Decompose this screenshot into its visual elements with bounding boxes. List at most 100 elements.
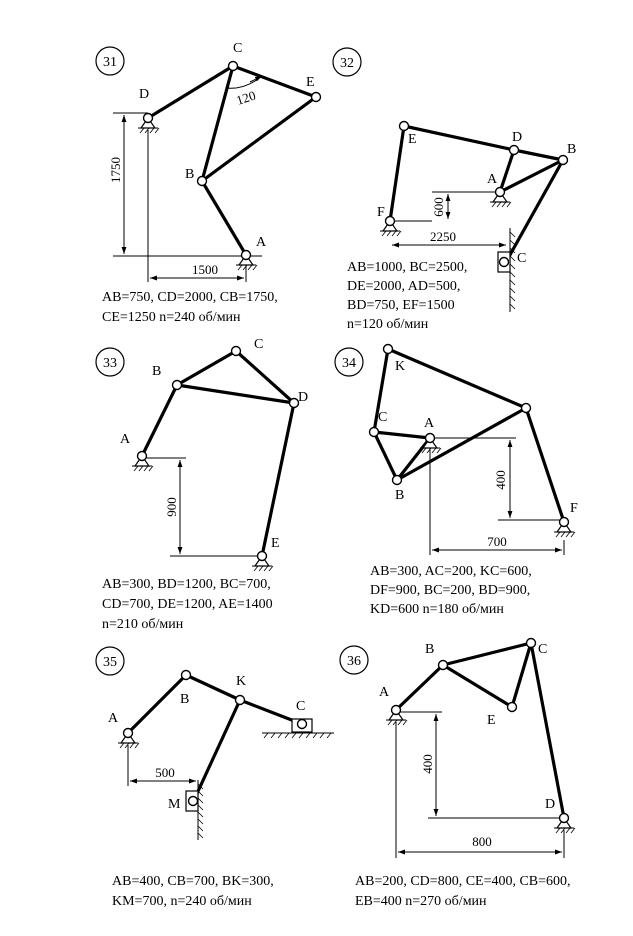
label-K: K <box>236 674 246 689</box>
link-ED <box>402 124 516 152</box>
problem-31-caption-line-2: CE=1250 n=240 об/мин <box>102 310 241 325</box>
link-DE <box>260 401 296 558</box>
link-BK <box>184 673 242 702</box>
problem-31-caption-line-1: AB=750, CD=2000, CB=1750, <box>102 290 278 305</box>
problem-31-angle-label: 120 <box>234 88 257 108</box>
label-D: D <box>545 797 555 812</box>
link-AB <box>126 673 188 735</box>
joint-B <box>437 659 449 671</box>
joint-D <box>520 402 532 414</box>
problem-35-caption-line-2: KM=700, n=240 об/мин <box>112 894 252 909</box>
label-A: A <box>108 711 119 726</box>
label-C: C <box>233 41 242 56</box>
link-DF <box>524 406 566 524</box>
label-A: A <box>256 235 267 250</box>
problem-34-caption-line-3: KD=600 n=180 об/мин <box>370 602 504 617</box>
label-F: F <box>377 205 385 220</box>
joint-E <box>256 550 268 562</box>
problem-33-caption-line-2: CD=700, DE=1200, AE=1400 <box>102 597 273 612</box>
label-E: E <box>306 75 315 90</box>
problem-35-number-circle <box>95 646 125 676</box>
link-DC <box>146 64 235 120</box>
label-B: B <box>180 692 189 707</box>
problem-33-caption-line-3: n=210 об/мин <box>102 617 184 632</box>
label-E: E <box>487 713 496 728</box>
joint-D <box>142 112 154 124</box>
label-B: B <box>567 142 576 157</box>
label-C: C <box>378 410 387 425</box>
joint-D <box>288 397 300 409</box>
joint-A <box>390 704 402 716</box>
problem-36-caption-line-1: AB=200, CD=800, CE=400, CB=600, <box>355 874 571 889</box>
joint-F <box>558 516 570 528</box>
joint-F <box>384 215 396 227</box>
label-E: E <box>408 132 417 147</box>
problem-31-number-circle <box>95 46 125 76</box>
joint-A <box>136 450 148 462</box>
label-E: E <box>271 536 280 551</box>
problem-31-number: 31 <box>103 55 117 70</box>
label-F: F <box>570 501 578 516</box>
problem-32-horizontal-dim-label: 2250 <box>430 229 456 244</box>
problem-34: 34 400 700 K C A <box>334 343 578 617</box>
link-EC <box>510 641 533 709</box>
joint-C <box>296 718 308 730</box>
label-A: A <box>487 172 498 187</box>
joint-E <box>310 91 322 103</box>
problem-32-number-circle <box>332 47 362 77</box>
problem-36-horizontal-dim-label: 800 <box>472 834 492 849</box>
joint-B <box>557 154 569 166</box>
joint-C <box>368 426 380 438</box>
label-D: D <box>139 87 149 102</box>
link-BD <box>175 383 296 405</box>
problem-33-caption-line-1: AB=300, BD=1200, BC=700, <box>102 577 271 592</box>
label-C: C <box>254 337 263 352</box>
joint-B <box>171 379 183 391</box>
problem-34-caption-line-2: DF=900, BC=200, BD=900, <box>370 583 530 598</box>
link-CB <box>372 430 399 482</box>
problem-32-number: 32 <box>340 56 354 71</box>
label-B: B <box>425 642 434 657</box>
joint-C <box>525 637 537 649</box>
joint-C <box>498 256 510 268</box>
joint-B <box>391 474 403 486</box>
problem-36-vertical-dim-label: 400 <box>420 754 435 774</box>
joint-A <box>122 727 134 739</box>
problem-31: 31 1750 1500 120 <box>95 41 322 325</box>
link-CE <box>231 64 318 99</box>
link-AB <box>498 158 565 194</box>
link-DB <box>512 148 565 162</box>
label-K: K <box>395 359 405 374</box>
link-KM <box>192 698 242 802</box>
label-C: C <box>517 251 526 266</box>
problem-34-horizontal-dim-label: 700 <box>487 534 507 549</box>
joint-A <box>424 432 436 444</box>
problem-32-vertical-dim-label: 600 <box>431 197 446 217</box>
problem-34-number-circle <box>334 347 364 377</box>
link-AD <box>498 148 516 194</box>
problem-33-number: 33 <box>103 356 117 371</box>
link-AB <box>394 663 445 712</box>
label-A: A <box>424 416 435 431</box>
joint-K <box>382 343 394 355</box>
label-B: B <box>395 488 404 503</box>
problem-35-caption-line-1: AB=400, CB=700, BK=300, <box>112 874 274 889</box>
problem-31-horizontal-dim-label: 1500 <box>192 262 218 277</box>
problem-35: 35 500 A B K C M A <box>95 646 334 909</box>
problem-32-caption-line-1: AB=1000, BC=2500, <box>347 260 467 275</box>
problem-32-caption-line-3: BD=750, EF=1500 <box>347 298 455 313</box>
joint-C <box>227 60 239 72</box>
label-C: C <box>538 642 547 657</box>
link-BA <box>200 179 248 257</box>
link-BC <box>175 349 238 387</box>
problem-32: 32 600 2250 <box>332 47 576 332</box>
joint-K <box>234 694 246 706</box>
problem-35-horizontal-dim-label: 500 <box>155 765 175 780</box>
joint-B <box>196 175 208 187</box>
problem-36-caption-line-2: EB=400 n=270 об/мин <box>355 894 487 909</box>
joint-D <box>508 144 520 156</box>
link-CB <box>200 64 235 183</box>
label-B: B <box>152 364 161 379</box>
link-EB <box>200 95 318 183</box>
